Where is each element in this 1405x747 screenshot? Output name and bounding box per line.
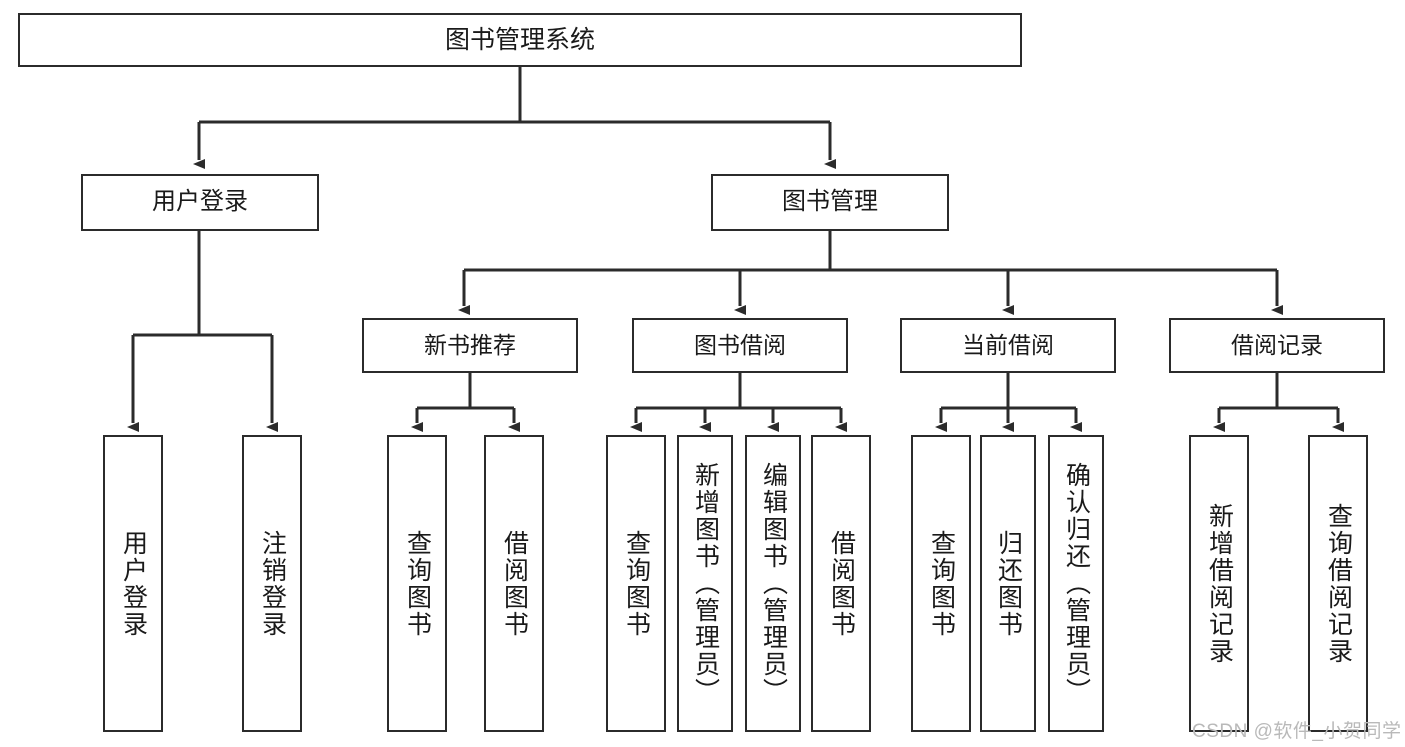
- node-book-management[interactable]: 图书管理: [711, 174, 949, 231]
- node-label: 注销登录: [258, 529, 287, 638]
- node-current-borrow[interactable]: 当前借阅: [900, 318, 1116, 373]
- node-label: 查询图书: [403, 529, 432, 638]
- leaf-book-borrow-borrow-book[interactable]: 借阅图书: [811, 435, 871, 732]
- node-label: 确认归还（管理员）: [1062, 462, 1091, 705]
- node-label: 新增借阅记录: [1205, 502, 1234, 665]
- node-label: 编辑图书（管理员）: [759, 462, 788, 705]
- node-label: 图书借阅: [694, 331, 786, 358]
- leaf-current-borrow-query-book[interactable]: 查询图书: [911, 435, 971, 732]
- leaf-current-borrow-return-book[interactable]: 归还图书: [980, 435, 1036, 732]
- node-label: 新书推荐: [424, 331, 516, 358]
- node-user-login[interactable]: 用户登录: [81, 174, 319, 231]
- node-new-book-recommend[interactable]: 新书推荐: [362, 318, 578, 373]
- leaf-borrow-record-query-record[interactable]: 查询借阅记录: [1308, 435, 1368, 732]
- leaf-new-book-query-book[interactable]: 查询图书: [387, 435, 447, 732]
- node-label: 归还图书: [994, 529, 1023, 638]
- node-label: 借阅图书: [827, 529, 856, 638]
- node-label: 当前借阅: [962, 331, 1054, 358]
- leaf-book-borrow-query-book[interactable]: 查询图书: [606, 435, 666, 732]
- node-label: 查询图书: [622, 529, 651, 638]
- node-label: 借阅记录: [1231, 331, 1323, 358]
- node-label: 图书管理: [782, 188, 878, 216]
- leaf-book-borrow-edit-book-admin[interactable]: 编辑图书（管理员）: [745, 435, 801, 732]
- node-label: 新增图书（管理员）: [691, 462, 720, 705]
- node-label: 用户登录: [119, 529, 148, 638]
- node-book-borrow[interactable]: 图书借阅: [632, 318, 848, 373]
- node-label: 查询图书: [927, 529, 956, 638]
- node-label: 用户登录: [152, 188, 248, 216]
- leaf-user-login-logout[interactable]: 注销登录: [242, 435, 302, 732]
- csdn-watermark: CSDN @软件_小贺同学: [1192, 721, 1402, 742]
- node-label: 查询借阅记录: [1324, 502, 1353, 665]
- node-root-book-management-system[interactable]: 图书管理系统: [18, 13, 1022, 67]
- node-label: 借阅图书: [500, 529, 529, 638]
- leaf-current-borrow-confirm-return-admin[interactable]: 确认归还（管理员）: [1048, 435, 1104, 732]
- leaf-borrow-record-add-record[interactable]: 新增借阅记录: [1189, 435, 1249, 732]
- leaf-new-book-borrow-book[interactable]: 借阅图书: [484, 435, 544, 732]
- node-borrow-record[interactable]: 借阅记录: [1169, 318, 1385, 373]
- leaf-user-login-login[interactable]: 用户登录: [103, 435, 163, 732]
- leaf-book-borrow-add-book-admin[interactable]: 新增图书（管理员）: [677, 435, 733, 732]
- node-label: 图书管理系统: [444, 26, 595, 54]
